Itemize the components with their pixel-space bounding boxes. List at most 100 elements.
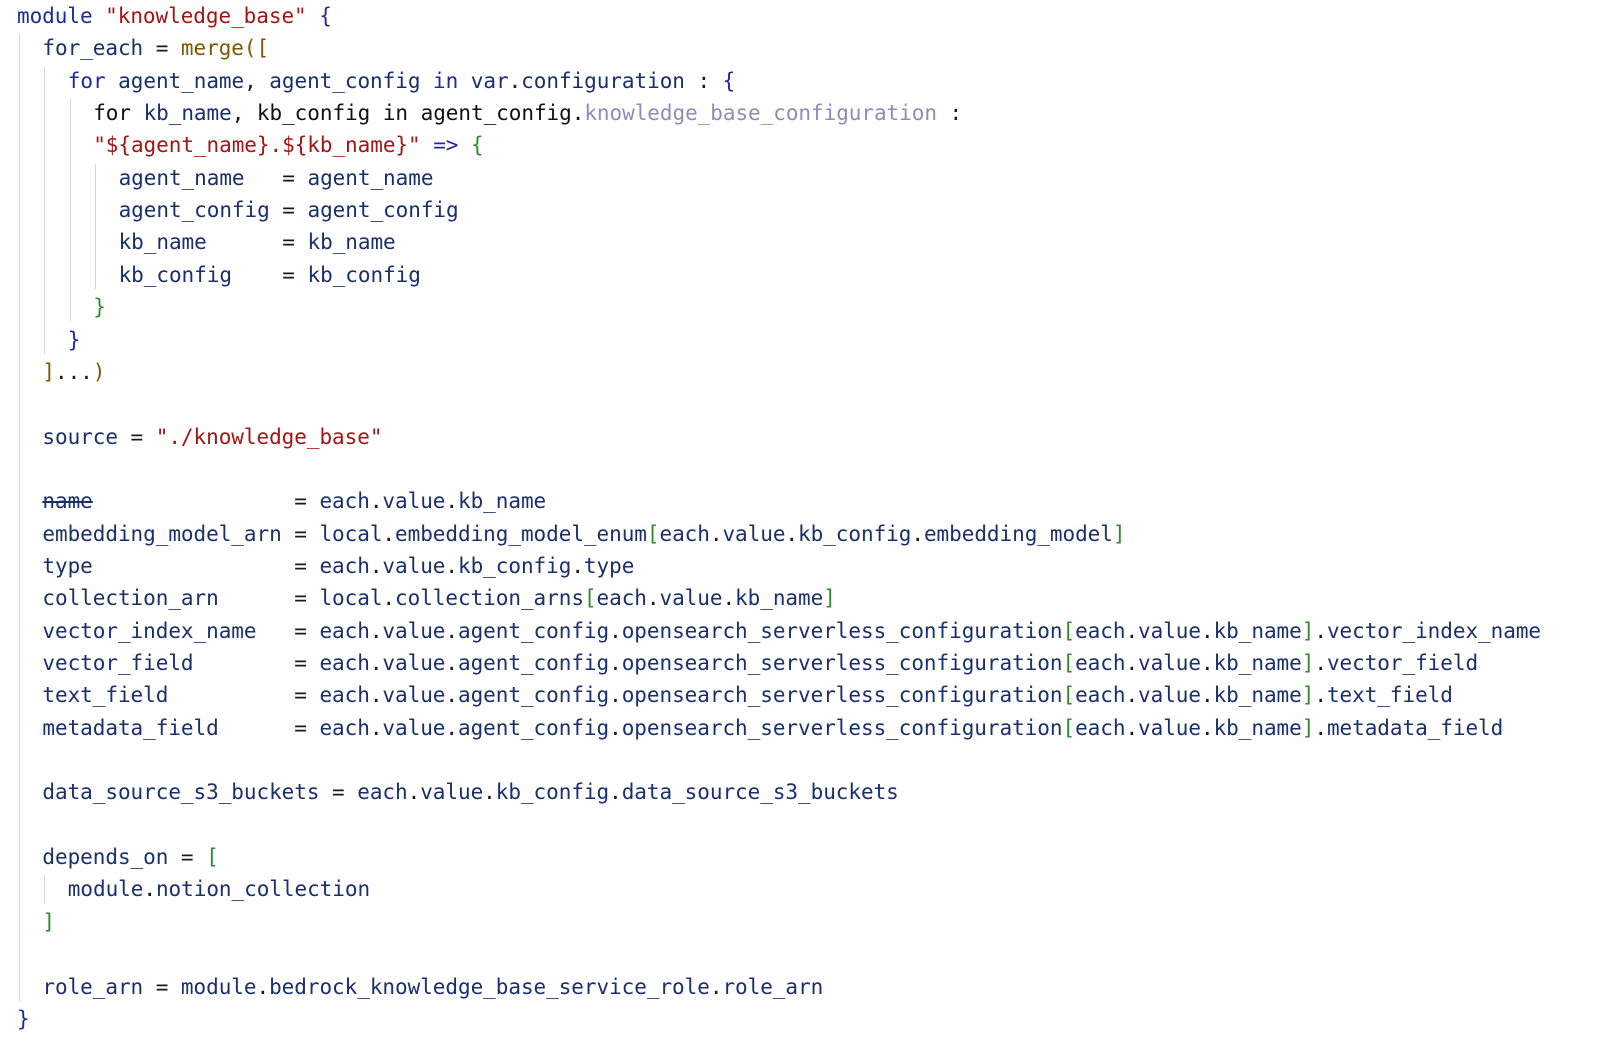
code-token: agent_config (269, 68, 421, 93)
code-token: . (445, 489, 458, 514)
code-token: each (1075, 683, 1126, 708)
code-token: . (571, 553, 584, 578)
code-line: for kb_name, kb_config in agent_config.k… (93, 97, 962, 129)
indent-guide (44, 875, 46, 904)
code-token: kb_config (798, 521, 912, 546)
code-token: agent_config (457, 715, 610, 740)
code-line: kb_name = kb_name (119, 226, 396, 258)
indent-guide (19, 34, 20, 1001)
code-token: . (1125, 651, 1139, 675)
code-token: . (382, 586, 396, 611)
code-token: role_arn (42, 974, 144, 999)
code-token: } (17, 1006, 30, 1031)
code-token: value (382, 489, 446, 514)
code-token: kb_config in agent_config. (256, 101, 585, 126)
code-token: value (1138, 683, 1201, 708)
code-token: . (256, 974, 270, 999)
code-token: . (609, 651, 622, 675)
code-token: each (319, 715, 370, 740)
code-line: ] (42, 906, 55, 938)
code-token: [ (646, 521, 660, 546)
code-token: vector_index_name (42, 618, 257, 643)
code-token: each (357, 780, 408, 805)
code-line: collection_arn = local.collection_arns[e… (42, 582, 835, 614)
code-token: . (1314, 651, 1327, 675)
code-line: agent_name = agent_name (119, 162, 434, 194)
code-token: module (180, 974, 257, 999)
code-token: ([ (243, 36, 270, 61)
code-token: . (143, 877, 156, 902)
code-token: data_source_s3_buckets (621, 780, 899, 805)
code-token: = (143, 36, 181, 61)
code-token: each (319, 651, 370, 675)
code-token: bedrock_knowledge_base_service_role (269, 974, 710, 999)
code-token: kb_name (735, 586, 824, 611)
code-token: [ (1062, 715, 1076, 740)
code-token: . (369, 553, 383, 578)
code-token: collection_arns (395, 586, 584, 611)
code-token: each (319, 618, 370, 643)
code-line: role_arn = module.bedrock_knowledge_base… (42, 971, 823, 1003)
code-token: ] (1301, 683, 1315, 708)
code-token: kb_name (307, 230, 396, 255)
code-token: name (42, 489, 93, 514)
code-token: agent_config (457, 618, 610, 643)
code-token: "knowledge_base" (105, 4, 307, 28)
code-token: . (369, 618, 383, 643)
code-line: module "knowledge_base" { (17, 0, 332, 32)
code-line: depends_on = [ (42, 841, 218, 873)
code-token (307, 4, 320, 28)
code-token: value (659, 586, 723, 611)
code-line: type = each.value.kb_config.type (42, 550, 634, 582)
code-token: : (684, 68, 723, 93)
code-token: text_field (1326, 683, 1453, 708)
code-token: . (709, 974, 723, 999)
code-token: = (244, 165, 308, 190)
code-token: embedding_model_enum (395, 521, 647, 546)
code-token: notion_collection (155, 877, 371, 902)
code-token: . (382, 521, 396, 546)
code-token: { (470, 133, 484, 158)
code-token: . (445, 618, 458, 643)
code-line: name = each.value.kb_name (42, 485, 546, 517)
code-line: for agent_name, agent_config in var.conf… (68, 65, 736, 97)
code-token: . (1125, 618, 1139, 643)
code-token: = (319, 780, 358, 805)
code-token: = (168, 683, 320, 708)
code-token: vector_index_name (1326, 618, 1542, 643)
code-token: kb_config (457, 553, 572, 578)
code-line: metadata_field = each.value.agent_config… (42, 712, 1503, 744)
indent-guide (69, 99, 71, 322)
code-token: opensearch_serverless_configuration (621, 715, 1063, 740)
code-token: kb_name (118, 230, 207, 255)
code-token: . (709, 521, 723, 546)
code-token: value (382, 683, 446, 708)
code-token: kb_config (118, 262, 232, 287)
code-token: . (1125, 683, 1139, 708)
code-token: . (445, 553, 458, 578)
code-token: value (1138, 618, 1201, 643)
code-token: vector_field (42, 651, 194, 675)
code-token: . (1125, 715, 1139, 740)
code-token: each (659, 521, 710, 546)
code-token: = (218, 715, 320, 740)
code-token: role_arn (722, 974, 824, 999)
code-token: } (93, 295, 106, 320)
code-token: embedding_model_arn (42, 521, 282, 546)
code-token: : (936, 101, 963, 126)
code-token: ... (54, 359, 93, 384)
code-token: value (382, 651, 446, 675)
code-token: agent_config (457, 683, 610, 708)
code-token (421, 133, 434, 157)
code-token: . (609, 683, 622, 708)
code-token: = (218, 586, 320, 611)
code-token: = (193, 651, 320, 675)
code-token: ] (42, 909, 55, 934)
code-token: each (596, 586, 647, 611)
code-token: ] (1301, 618, 1315, 643)
code-line: agent_config = agent_config (119, 194, 459, 226)
code-line: source = "./knowledge_base" (42, 421, 382, 453)
code-token: agent_name (118, 165, 245, 190)
code-token: opensearch_serverless_configuration (621, 651, 1063, 675)
